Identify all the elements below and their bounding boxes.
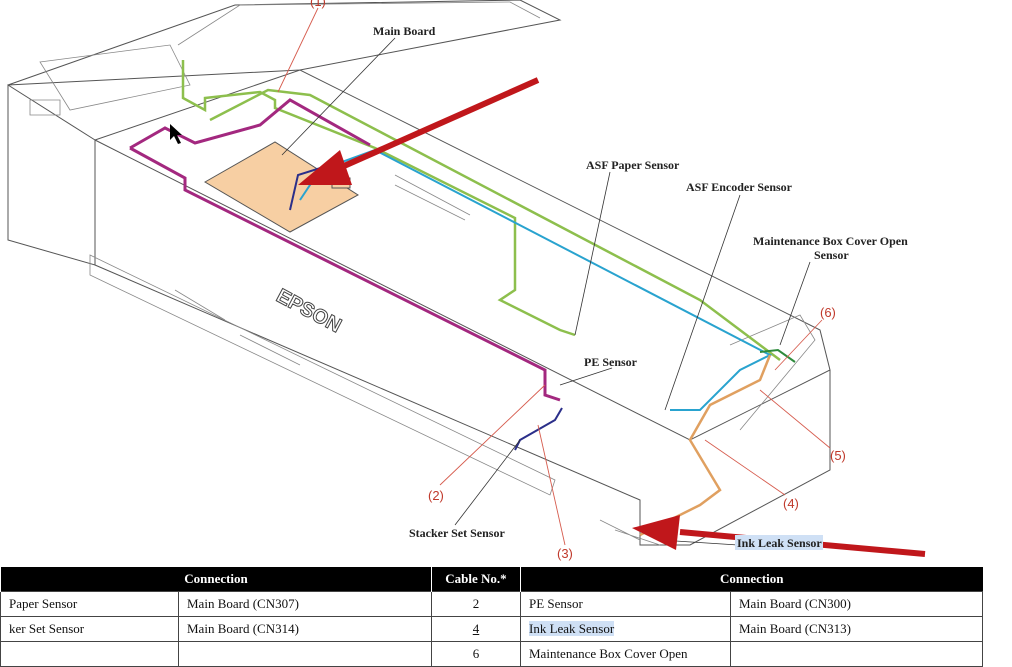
header-connection-left: Connection xyxy=(0,567,432,592)
cell-right-board: Main Board (CN300) xyxy=(730,591,983,617)
label-maintenance-box-line2: Sensor xyxy=(814,248,849,262)
cell-left-sensor: ker Set Sensor xyxy=(0,616,179,642)
label-asf-paper-sensor: ASF Paper Sensor xyxy=(586,158,680,172)
cell-left-sensor: Paper Sensor xyxy=(0,591,179,617)
cable-no-underlined: 4 xyxy=(472,621,480,636)
cable-purple xyxy=(129,146,561,402)
mouse-cursor-icon xyxy=(170,124,182,144)
header-cable-no: Cable No.* xyxy=(431,567,521,592)
cable-orange xyxy=(639,354,772,537)
red-arrow-main-board xyxy=(298,77,540,185)
callout-lines xyxy=(277,7,831,546)
label-main-board: Main Board xyxy=(373,24,436,38)
label-stacker-set-sensor: Stacker Set Sensor xyxy=(409,526,505,540)
callout-3: (3) xyxy=(557,546,573,561)
table-header-row: Connection Cable No.* Connection xyxy=(0,567,983,592)
leader-lines xyxy=(281,37,811,546)
label-maintenance-box-line1: Maintenance Box Cover Open xyxy=(753,234,908,248)
cell-cable-no: 6 xyxy=(431,641,521,667)
printer-wiring-diagram: Main Board ASF Paper Sensor ASF Encoder … xyxy=(7,0,926,561)
cell-right-sensor: Ink Leak Sensor xyxy=(520,616,731,642)
callout-5: (5) xyxy=(830,448,846,463)
cable-purple-2 xyxy=(129,98,371,150)
cell-left-board: Main Board (CN307) xyxy=(178,591,432,617)
header-connection-right: Connection xyxy=(520,567,983,592)
connection-table: Connection Cable No.* Connection Paper S… xyxy=(0,567,983,667)
cell-cable-no: 4 xyxy=(431,616,521,642)
cell-left-sensor xyxy=(0,641,179,667)
cable-green-2 xyxy=(209,88,781,361)
printer-outline xyxy=(7,0,831,546)
cell-left-board xyxy=(178,641,432,667)
table-row: ker Set Sensor Main Board (CN314) 4 Ink … xyxy=(0,616,983,642)
main-board-shape xyxy=(204,141,359,233)
cell-cable-no: 2 xyxy=(431,591,521,617)
ink-leak-sensor-highlight: Ink Leak Sensor xyxy=(529,621,615,636)
callout-2: (2) xyxy=(428,488,444,503)
callout-4: (4) xyxy=(783,496,799,511)
table-row: 6 Maintenance Box Cover Open xyxy=(0,641,983,667)
ink-leak-highlight xyxy=(735,535,823,550)
cell-right-board: Main Board (CN313) xyxy=(730,616,983,642)
label-pe-sensor: PE Sensor xyxy=(584,355,638,369)
table-row: Paper Sensor Main Board (CN307) 2 PE Sen… xyxy=(0,591,983,617)
cable-green xyxy=(181,60,576,337)
cell-left-board: Main Board (CN314) xyxy=(178,616,432,642)
cable-dark-green xyxy=(759,348,796,363)
cell-right-sensor: Maintenance Box Cover Open xyxy=(520,641,731,667)
callout-6: (6) xyxy=(820,305,836,320)
cell-right-board xyxy=(730,641,983,667)
cell-right-sensor: PE Sensor xyxy=(520,591,731,617)
label-ink-leak-sensor: Ink Leak Sensor xyxy=(737,536,822,550)
epson-logo-text: EPSON xyxy=(273,285,345,337)
label-asf-encoder-sensor: ASF Encoder Sensor xyxy=(686,180,793,194)
callout-1: (1) xyxy=(310,0,326,9)
